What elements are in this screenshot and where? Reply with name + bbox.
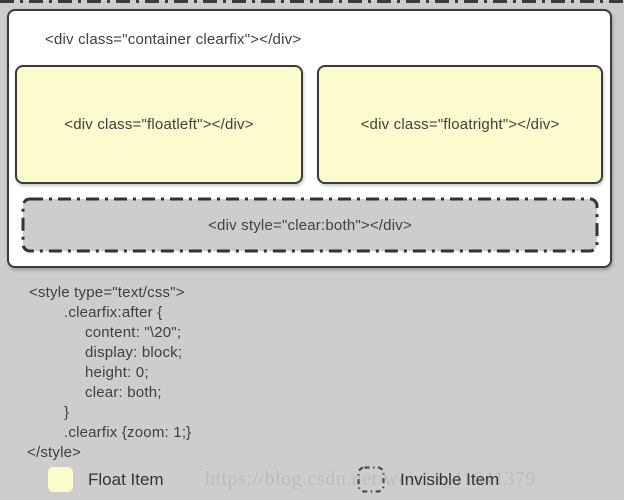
dash-dot-border xyxy=(21,197,599,253)
code-line: .clearfix {zoom: 1;} xyxy=(64,424,192,441)
code-line: </style> xyxy=(27,444,82,461)
container-box-label: <div class="container clearfix"></div> xyxy=(45,31,302,48)
code-line: <style type="text/css"> xyxy=(29,284,185,301)
code-line: clear: both; xyxy=(85,384,162,401)
code-line: height: 0; xyxy=(85,364,149,381)
code-line: } xyxy=(64,404,70,421)
csdn-watermark: https://blog.csdn.net/weixin_41041379 xyxy=(205,468,536,490)
code-line: display: block; xyxy=(85,344,183,361)
float-left-box-label: <div class="floatleft"></div> xyxy=(64,116,254,133)
invisible-item-label: Invisible Item xyxy=(400,470,500,489)
float-right-box: <div class="floatright"></div> xyxy=(317,65,603,184)
float-item-label: Float Item xyxy=(88,470,164,489)
invisible-item-swatch xyxy=(357,466,385,493)
clear-both-box: <div style="clear:both"></div> xyxy=(21,197,599,253)
clearfix-container-box: <div class="container clearfix"></div> <… xyxy=(7,9,612,268)
css-code-block: <style type="text/css"> .clearfix:after … xyxy=(0,283,191,463)
code-line: .clearfix:after { xyxy=(64,304,163,321)
cutoff-dash-line xyxy=(0,0,624,3)
clear-both-box-label: <div style="clear:both"></div> xyxy=(208,216,412,234)
float-left-box: <div class="floatleft"></div> xyxy=(15,65,303,184)
code-line: content: "\20"; xyxy=(85,324,182,341)
float-right-box-label: <div class="floatright"></div> xyxy=(360,116,560,133)
float-item-swatch xyxy=(48,467,73,492)
dash-dot-swatch-border xyxy=(357,466,385,493)
